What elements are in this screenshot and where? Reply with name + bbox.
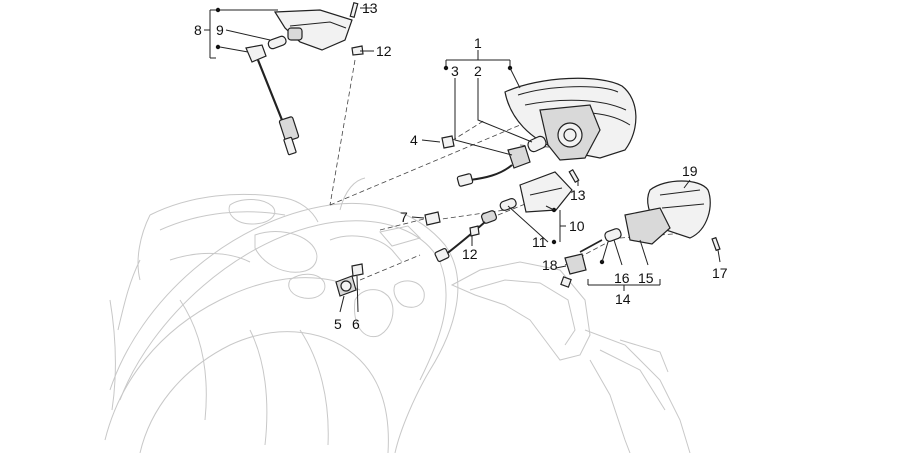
callout-12-top: 12: [376, 43, 392, 59]
clip-7: [424, 211, 441, 226]
callout-13-mid: 13: [570, 187, 586, 203]
screw-17: [711, 236, 721, 252]
callout-19: 19: [682, 163, 698, 179]
plate-light-assembly: [424, 168, 580, 263]
rear-light-assembly: [441, 77, 637, 187]
callout-1: 1: [474, 35, 482, 51]
front-light-assembly: [245, 1, 364, 156]
bulb-8: [267, 35, 287, 50]
callout-2: 2: [474, 63, 482, 79]
callout-18: 18: [542, 257, 558, 273]
callout-15: 15: [638, 270, 654, 286]
callout-labels: 8 9 13 12 1 3 2 4 7 13 10 11 12 18 16 15…: [194, 0, 728, 332]
indicator-body-15: [624, 207, 671, 245]
bulb-socket-9: [287, 27, 303, 41]
fastener-group: [335, 263, 364, 297]
bulb-11: [499, 198, 517, 211]
callout-7: 7: [400, 209, 408, 225]
front-lens: [273, 9, 353, 51]
screw-13-top: [349, 1, 359, 19]
bulb-16: [604, 228, 622, 242]
rear-mudguard-outline: [450, 261, 691, 453]
callout-5: 5: [334, 316, 342, 332]
callout-9: 9: [216, 22, 224, 38]
screw-13-mid: [568, 168, 580, 184]
clip-12-top: [351, 45, 364, 56]
clip-6: [351, 263, 364, 277]
callout-10: 10: [569, 218, 585, 234]
callout-16: 16: [614, 270, 630, 286]
wire-socket: [245, 44, 267, 63]
callout-12-mid: 12: [462, 246, 478, 262]
callout-14: 14: [615, 291, 631, 307]
callout-6: 6: [352, 316, 360, 332]
scooter-body-outline: [104, 177, 459, 453]
leader-lines: [204, 7, 721, 313]
callout-4: 4: [410, 132, 418, 148]
clip-12-mid: [469, 225, 480, 237]
indicator-assembly: [560, 180, 721, 288]
callout-13-top: 13: [362, 0, 378, 16]
callout-17: 17: [712, 265, 728, 281]
bulb-holder-3: [507, 145, 531, 169]
clip-4: [441, 135, 455, 149]
callout-11: 11: [532, 234, 547, 250]
bulb-2: [527, 135, 547, 153]
callout-3: 3: [451, 63, 459, 79]
socket-18: [564, 253, 587, 275]
callout-8: 8: [194, 22, 202, 38]
